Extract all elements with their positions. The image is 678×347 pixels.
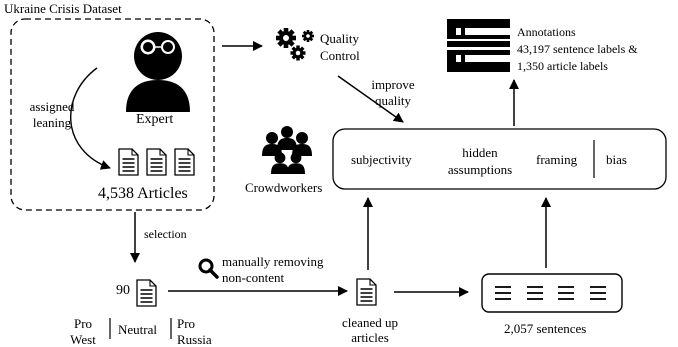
crowd-icon xyxy=(262,126,312,174)
task-hidden-line2: assumptions xyxy=(447,162,513,177)
task-hidden-line1: hidden xyxy=(462,145,498,160)
leaning-pro-russia-line1: Pro xyxy=(177,316,196,331)
sentences-label: 2,057 sentences xyxy=(504,321,587,336)
dataset-box xyxy=(10,18,215,211)
leaning-pro-west-line1: Pro xyxy=(73,316,93,331)
task-bias: bias xyxy=(606,152,627,167)
selected-count: 90 xyxy=(116,283,130,298)
annotations-title: Annotations xyxy=(517,25,576,39)
task-subjectivity: subjectivity xyxy=(351,152,412,167)
articles-label: 4,538 Articles xyxy=(98,185,188,202)
assigned-leaning-line2: leaning xyxy=(32,115,72,130)
improve-quality-line1: improve xyxy=(371,77,415,92)
list-icon xyxy=(495,286,606,300)
dataset-title: Ukraine Crisis Dataset xyxy=(4,1,122,16)
cleaned-line2: articles xyxy=(351,330,389,345)
task-framing: framing xyxy=(536,152,578,167)
annotations-article-labels: 1,350 article labels xyxy=(517,59,608,73)
crowdworkers-label: Crowdworkers xyxy=(245,180,323,195)
arrow-improve-quality xyxy=(337,75,404,123)
quality-control-line1: Quality xyxy=(320,31,359,46)
leaning-pro-russia-line2: Russia xyxy=(177,332,212,347)
improve-quality-line2: quality xyxy=(374,93,412,108)
cleaned-document-icon xyxy=(356,278,377,306)
gears-icon xyxy=(276,28,314,61)
articles-document-icons xyxy=(118,148,195,176)
sentences-box xyxy=(481,273,623,313)
selected-document-icon xyxy=(136,279,157,307)
assigned-leaning-arrow xyxy=(69,67,111,170)
manual-removal-line1: manually removing xyxy=(222,254,324,269)
assigned-leaning-line1: assigned xyxy=(29,99,75,114)
manual-removal-line2: non-content xyxy=(222,270,285,285)
leaning-pro-west-line2: West xyxy=(70,332,96,347)
quality-control-line2: Control xyxy=(320,48,360,63)
cleaned-line1: cleaned up xyxy=(342,315,398,330)
expert-label: Expert xyxy=(136,112,174,127)
tasks-box xyxy=(332,128,667,190)
magnifier-icon xyxy=(198,258,219,279)
person-icon xyxy=(126,32,190,112)
selection-label: selection xyxy=(144,227,187,241)
leaning-neutral: Neutral xyxy=(118,322,157,337)
table-icon xyxy=(447,19,510,72)
annotations-sentence-labels: 43,197 sentence labels & xyxy=(517,42,638,56)
